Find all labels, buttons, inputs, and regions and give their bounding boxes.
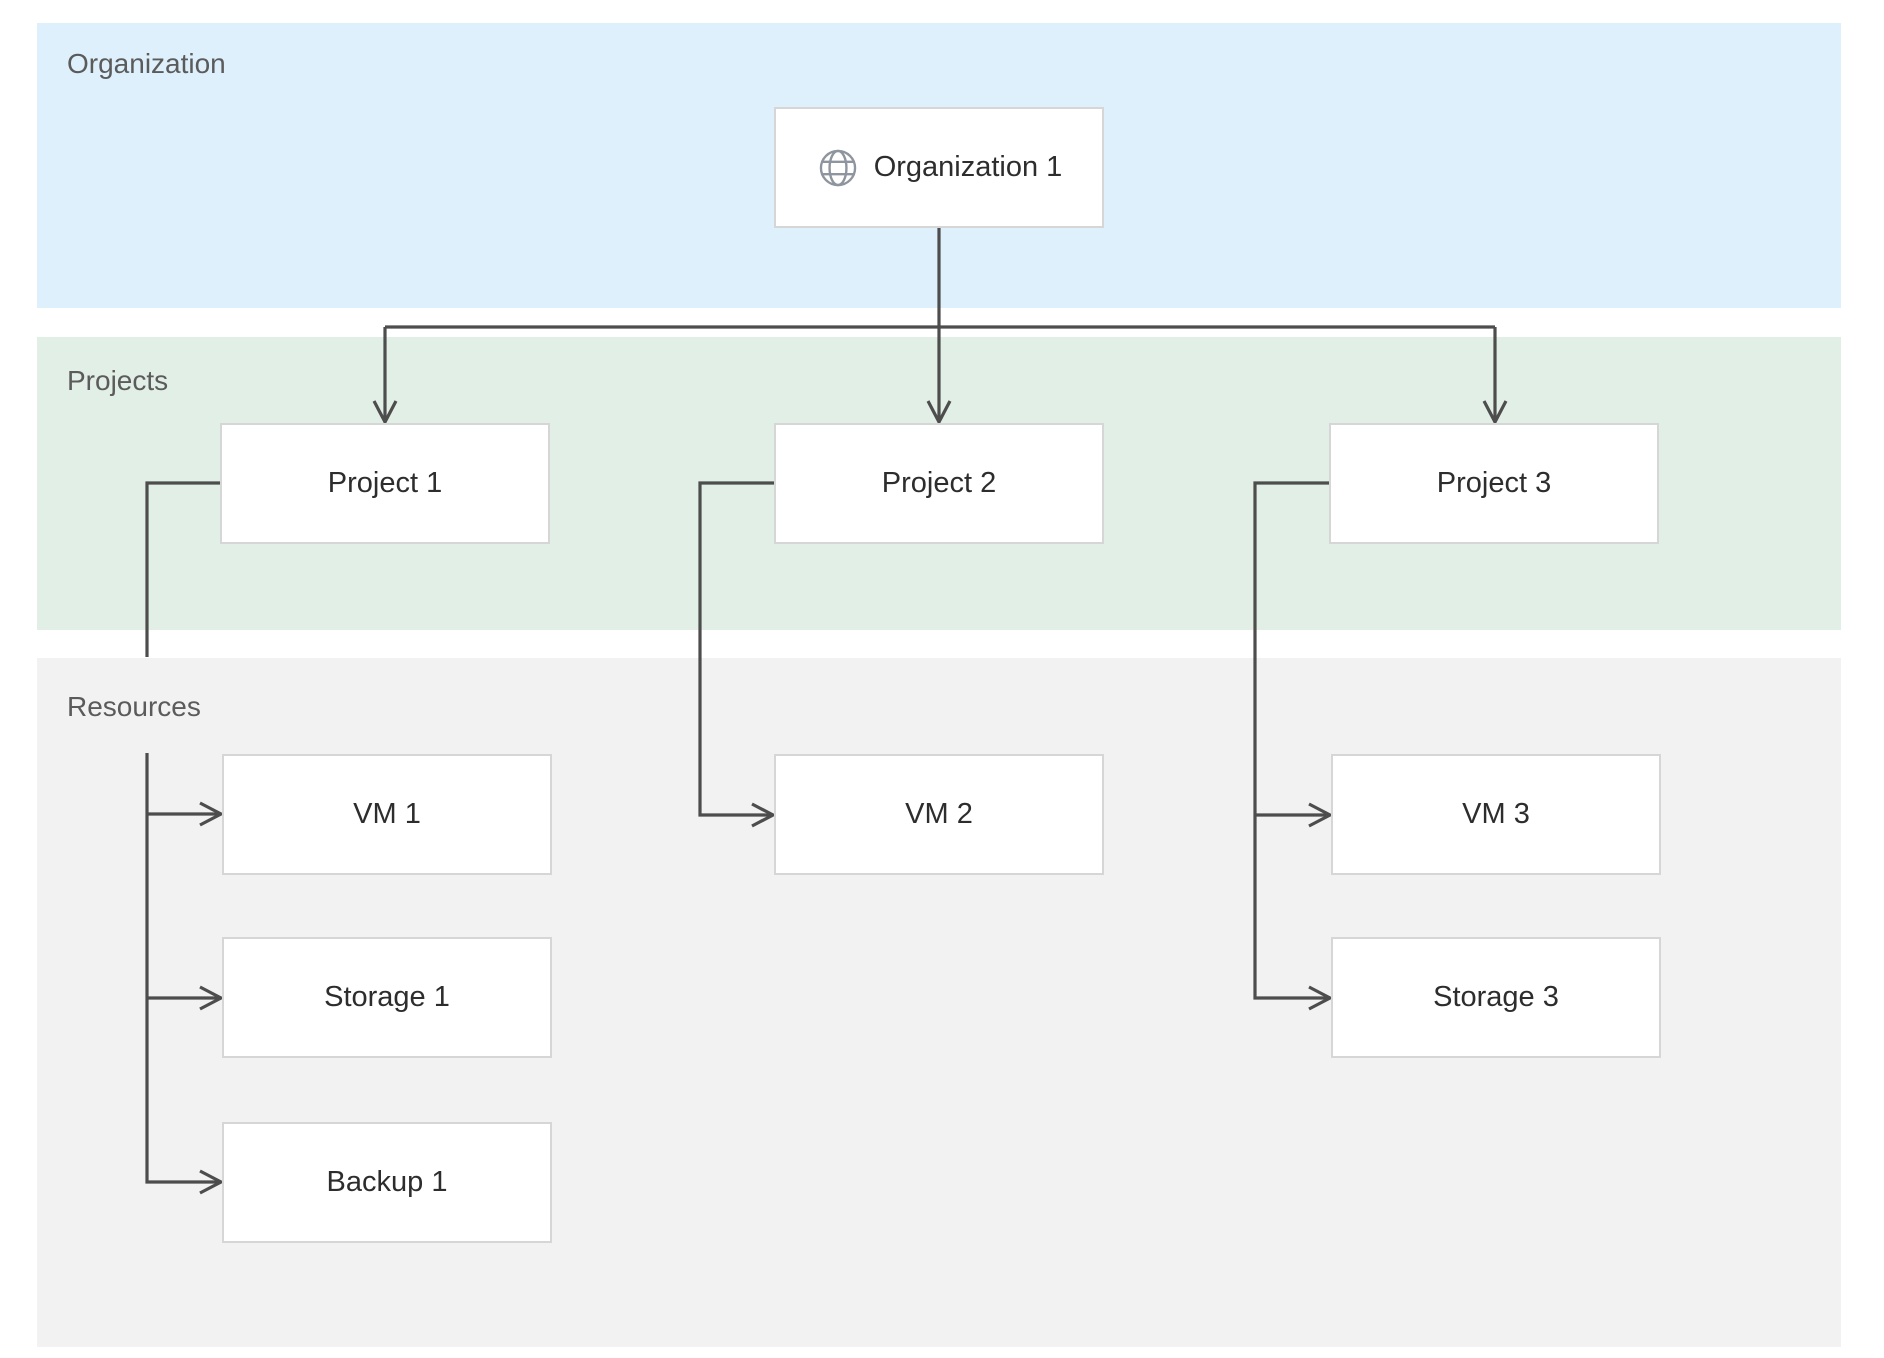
vm3-label: VM 3 bbox=[1462, 798, 1530, 830]
project1-node: Project 1 bbox=[220, 423, 550, 544]
project3-label: Project 3 bbox=[1436, 467, 1552, 499]
vm2-label: VM 2 bbox=[905, 798, 973, 830]
storage3-node: Storage 3 bbox=[1331, 937, 1661, 1058]
projects-band-label: Projects bbox=[67, 365, 169, 396]
organization-band-label: Organization bbox=[67, 48, 226, 79]
storage1-label: Storage 1 bbox=[324, 981, 450, 1013]
project3-node: Project 3 bbox=[1329, 423, 1659, 544]
organization1-node: Organization 1 bbox=[774, 107, 1104, 228]
globe-icon bbox=[819, 149, 856, 186]
storage1-node: Storage 1 bbox=[222, 937, 552, 1058]
vm3-node: VM 3 bbox=[1331, 754, 1661, 875]
project1-label: Project 1 bbox=[327, 467, 443, 499]
storage3-label: Storage 3 bbox=[1433, 981, 1559, 1013]
organization1-label: Organization 1 bbox=[873, 151, 1063, 183]
vm2-node: VM 2 bbox=[774, 754, 1104, 875]
vm1-node: VM 1 bbox=[222, 754, 552, 875]
project2-node: Project 2 bbox=[774, 423, 1104, 544]
vm1-label: VM 1 bbox=[353, 798, 421, 830]
backup1-node: Backup 1 bbox=[222, 1122, 552, 1243]
project2-label: Project 2 bbox=[881, 467, 997, 499]
backup1-label: Backup 1 bbox=[326, 1166, 448, 1198]
resources-band-label: Resources bbox=[67, 691, 201, 722]
